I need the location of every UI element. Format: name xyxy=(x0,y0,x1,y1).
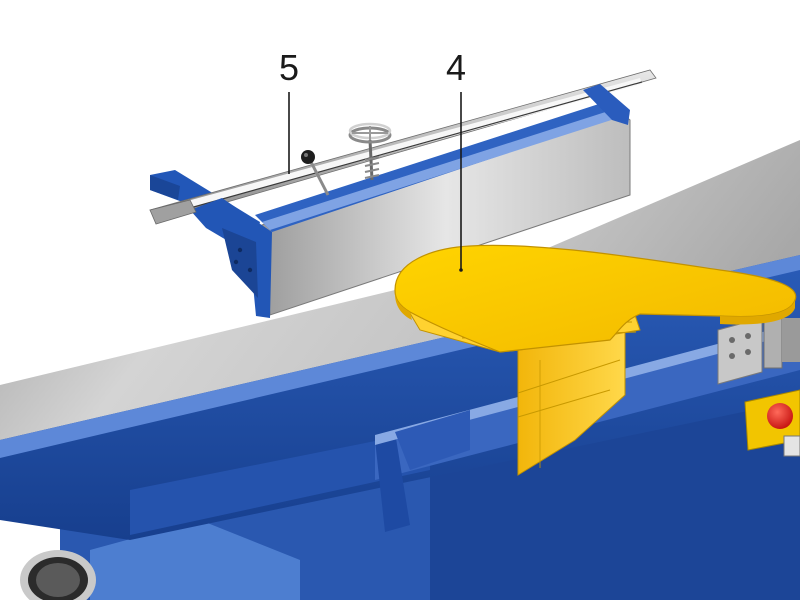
locking-lever[interactable] xyxy=(301,150,330,196)
callout-5-label: 5 xyxy=(279,47,299,88)
callout-5: 5 xyxy=(279,47,299,174)
hinge-assembly xyxy=(717,311,800,385)
machine-base xyxy=(20,400,800,600)
handwheel[interactable] xyxy=(348,122,392,181)
guard-paddle-top xyxy=(394,244,797,353)
cutter-guard xyxy=(394,244,797,476)
fence xyxy=(149,69,657,318)
fence-right-bracket xyxy=(583,84,630,125)
base-cabinet xyxy=(430,400,800,600)
callout-4: 4 xyxy=(446,47,466,272)
emergency-stop-button[interactable] xyxy=(767,403,793,429)
table-slab-front xyxy=(130,430,430,535)
callout-4-label: 4 xyxy=(446,47,466,88)
control-panel xyxy=(744,389,800,457)
fence-left-bracket xyxy=(190,198,272,318)
switch-box[interactable] xyxy=(783,435,800,457)
dust-outlet xyxy=(20,520,300,600)
